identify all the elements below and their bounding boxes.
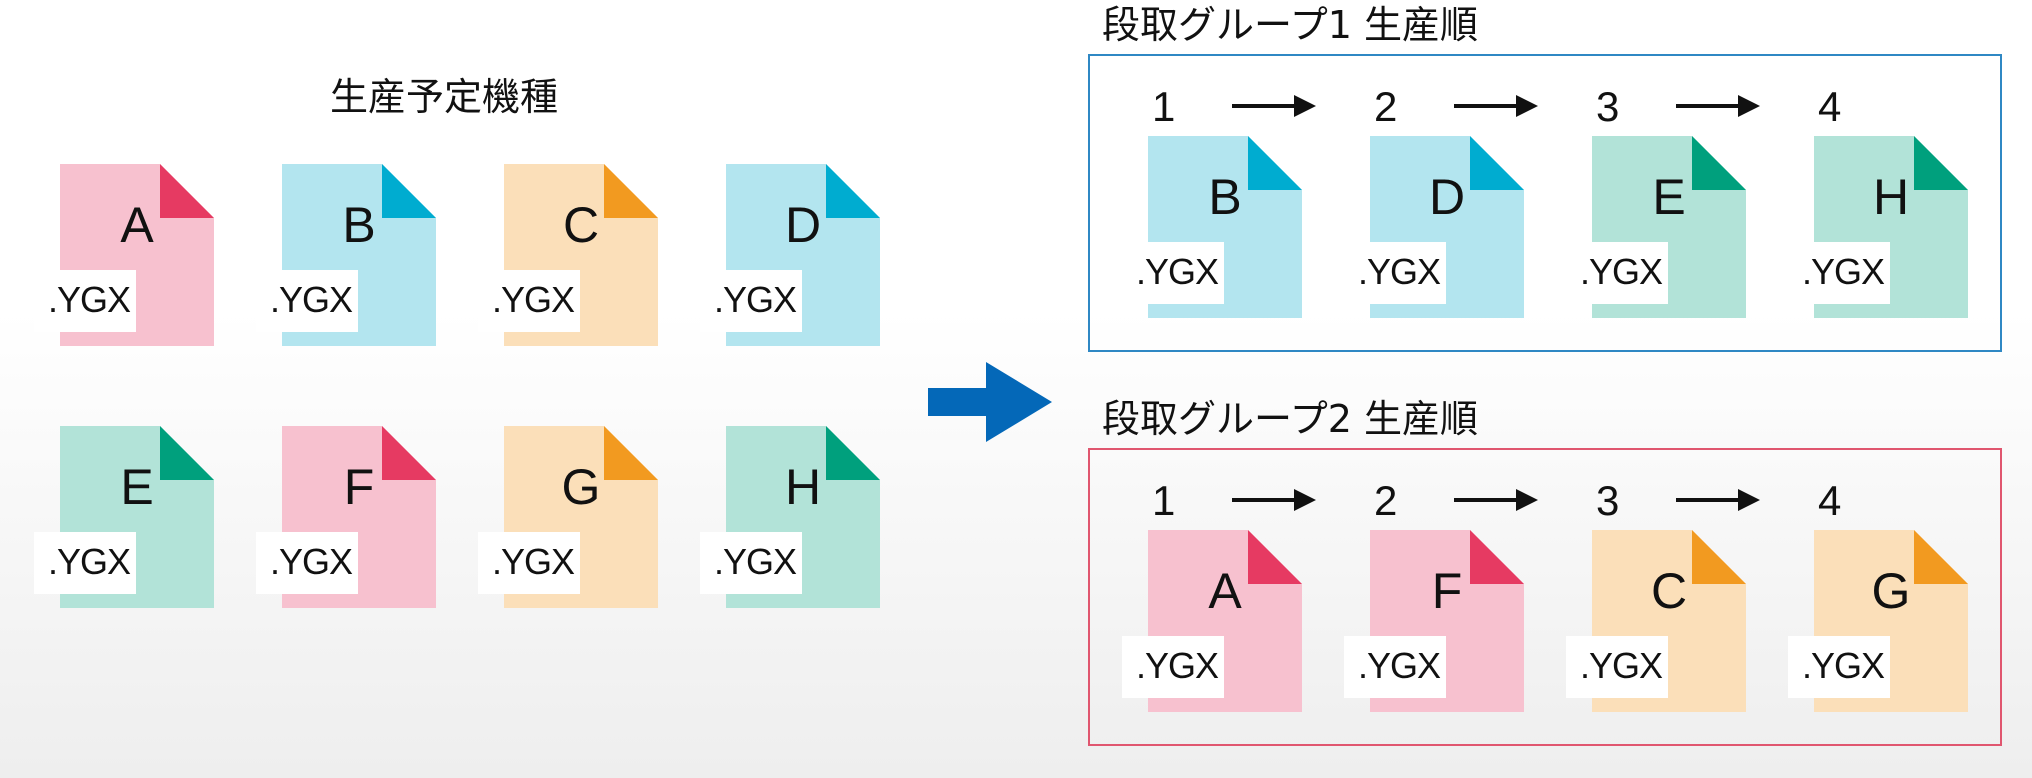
file-icon-f: F .YGX xyxy=(256,426,436,608)
group1-step-number: 1 xyxy=(1152,83,1176,130)
step-arrow-icon xyxy=(1676,95,1760,117)
group1-step-number: 3 xyxy=(1596,83,1620,130)
file-extension-text: .YGX xyxy=(1358,645,1441,686)
file-icon-a: A .YGX xyxy=(34,164,214,346)
file-extension-label: .YGX xyxy=(1344,636,1446,698)
step-arrow-icon xyxy=(1454,95,1538,117)
step-arrow-icon xyxy=(1232,95,1316,117)
file-icon-e: E .YGX xyxy=(34,426,214,608)
file-extension-text: .YGX xyxy=(714,279,797,320)
model-letter: B xyxy=(342,197,376,253)
file-icon-h: H .YGX xyxy=(700,426,880,608)
file-extension-text: .YGX xyxy=(1802,645,1885,686)
file-extension-label: .YGX xyxy=(1788,636,1890,698)
file-extension-text: .YGX xyxy=(48,541,131,582)
model-letter: G xyxy=(561,459,601,515)
model-letter: D xyxy=(784,197,822,253)
step-arrow-icon xyxy=(1232,489,1316,511)
model-letter: B xyxy=(1208,169,1242,225)
file-icon-g: G .YGX xyxy=(1788,530,1968,712)
file-extension-text: .YGX xyxy=(1580,251,1663,292)
file-extension-text: .YGX xyxy=(714,541,797,582)
group2-step-number: 4 xyxy=(1818,477,1842,524)
planned-models-title: 生産予定機種 xyxy=(330,75,559,119)
file-icon-d: D .YGX xyxy=(1344,136,1524,318)
file-extension-text: .YGX xyxy=(1136,645,1219,686)
model-letter: A xyxy=(120,197,154,253)
file-extension-label: .YGX xyxy=(700,532,802,594)
model-letter: G xyxy=(1871,563,1911,619)
model-letter: C xyxy=(562,197,600,253)
file-icon-e: E .YGX xyxy=(1566,136,1746,318)
model-letter: H xyxy=(1872,169,1910,225)
file-extension-label: .YGX xyxy=(1344,242,1446,304)
group2-step-number: 2 xyxy=(1374,477,1398,524)
model-letter: D xyxy=(1428,169,1466,225)
file-icon-b: B .YGX xyxy=(256,164,436,346)
file-extension-label: .YGX xyxy=(34,270,136,332)
group2-title: 段取グループ2 生産順 xyxy=(1102,397,1478,441)
file-icon-f: F .YGX xyxy=(1344,530,1524,712)
file-icon-h: H .YGX xyxy=(1788,136,1968,318)
transfer-arrow-icon xyxy=(928,362,1052,442)
file-icon-c: C .YGX xyxy=(478,164,658,346)
file-icon-a: A .YGX xyxy=(1122,530,1302,712)
file-icon-g: G .YGX xyxy=(478,426,658,608)
file-extension-label: .YGX xyxy=(256,270,358,332)
group1-title: 段取グループ1 生産順 xyxy=(1102,3,1478,47)
file-icon-d: D .YGX xyxy=(700,164,880,346)
file-extension-text: .YGX xyxy=(492,541,575,582)
model-letter: A xyxy=(1208,563,1242,619)
model-letter: F xyxy=(343,459,375,515)
file-extension-label: .YGX xyxy=(1566,242,1668,304)
file-extension-text: .YGX xyxy=(1358,251,1441,292)
file-icon-b: B .YGX xyxy=(1122,136,1302,318)
file-extension-label: .YGX xyxy=(1788,242,1890,304)
file-extension-text: .YGX xyxy=(1802,251,1885,292)
file-extension-label: .YGX xyxy=(478,532,580,594)
file-extension-text: .YGX xyxy=(492,279,575,320)
step-arrow-icon xyxy=(1454,489,1538,511)
group2-step-number: 3 xyxy=(1596,477,1620,524)
file-extension-text: .YGX xyxy=(270,541,353,582)
file-extension-text: .YGX xyxy=(270,279,353,320)
file-extension-label: .YGX xyxy=(256,532,358,594)
group2-box xyxy=(1088,448,2002,746)
file-extension-label: .YGX xyxy=(1122,636,1224,698)
group1-step-number: 4 xyxy=(1818,83,1842,130)
file-extension-label: .YGX xyxy=(1566,636,1668,698)
group2-step-number: 1 xyxy=(1152,477,1176,524)
model-letter: F xyxy=(1431,563,1463,619)
model-letter: E xyxy=(1652,169,1686,225)
file-icon-c: C .YGX xyxy=(1566,530,1746,712)
file-extension-label: .YGX xyxy=(34,532,136,594)
file-extension-label: .YGX xyxy=(700,270,802,332)
file-extension-label: .YGX xyxy=(1122,242,1224,304)
group1-step-number: 2 xyxy=(1374,83,1398,130)
group1-box xyxy=(1088,54,2002,352)
file-extension-text: .YGX xyxy=(48,279,131,320)
step-arrow-icon xyxy=(1676,489,1760,511)
file-extension-label: .YGX xyxy=(478,270,580,332)
file-extension-text: .YGX xyxy=(1580,645,1663,686)
file-extension-text: .YGX xyxy=(1136,251,1219,292)
model-letter: E xyxy=(120,459,154,515)
model-letter: H xyxy=(784,459,822,515)
model-letter: C xyxy=(1650,563,1688,619)
